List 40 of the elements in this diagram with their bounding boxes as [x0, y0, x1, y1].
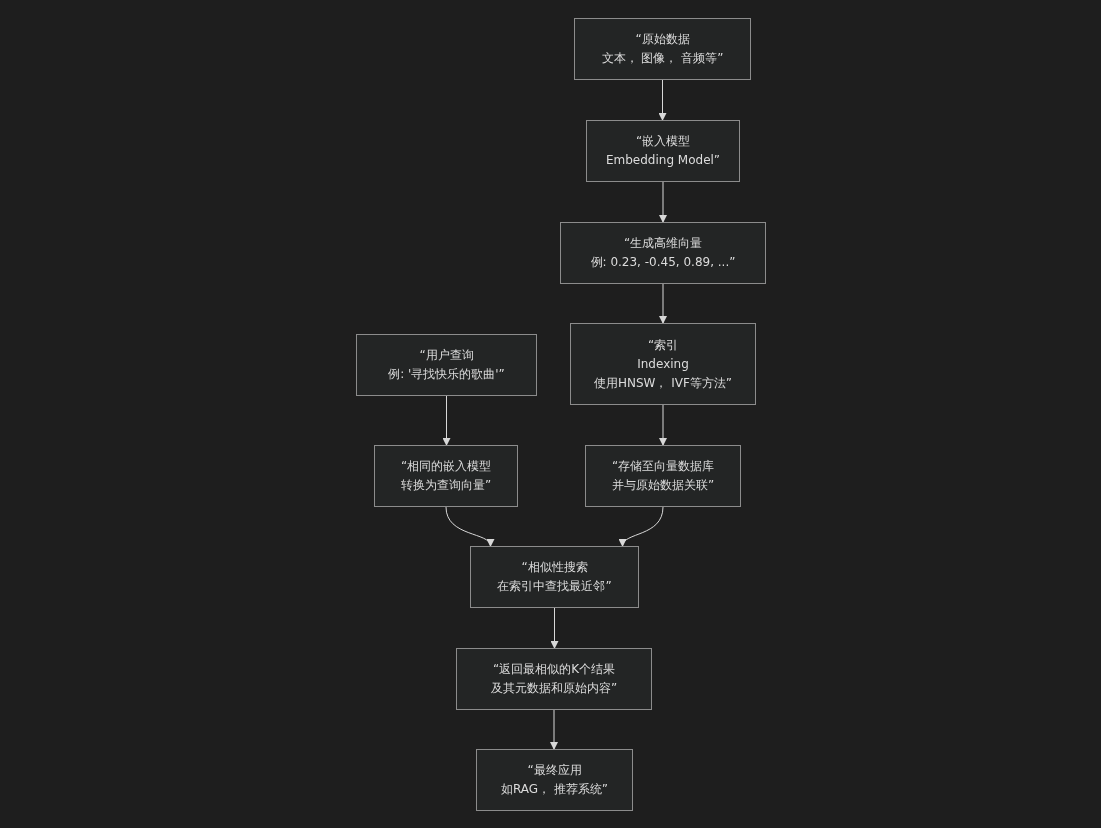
node-text: “最终应用 — [527, 763, 582, 778]
node-text: 文本， 图像， 音频等” — [601, 51, 724, 66]
process-box — [456, 648, 652, 710]
node-text: 例: 0.23, -0.45, 0.89, ...” — [590, 255, 736, 270]
process-box — [586, 120, 740, 182]
node-text: “用户查询 — [419, 348, 474, 363]
process-box — [476, 749, 633, 811]
arrow — [659, 181, 667, 223]
node-text: “原始数据 — [635, 32, 690, 47]
node-text: Indexing — [637, 356, 689, 372]
arrow — [445, 506, 493, 547]
node-text: 转换为查询向量” — [400, 478, 492, 493]
node-text: 例: '寻找快乐的歌曲'” — [388, 367, 505, 382]
arrow — [620, 506, 664, 547]
process-box — [574, 18, 751, 80]
node-text: Embedding Model” — [605, 153, 721, 168]
node-text: “返回最相似的K个结果 — [492, 662, 616, 677]
node-text: 使用HNSW， IVF等方法” — [593, 375, 733, 391]
arrow — [550, 607, 559, 649]
arrow — [659, 404, 667, 446]
node-text: “相同的嵌入模型 — [400, 459, 492, 474]
process-box — [570, 323, 756, 405]
process-box — [470, 546, 639, 608]
arrow — [659, 283, 667, 324]
node-text: 及其元数据和原始内容” — [490, 681, 618, 696]
node-text: “索引 — [647, 337, 679, 353]
arrow — [442, 395, 451, 446]
arrow — [550, 709, 558, 750]
process-box — [585, 445, 741, 507]
arrow — [658, 79, 667, 121]
process-box — [560, 222, 766, 284]
node-text: “相似性搜索 — [521, 560, 588, 575]
node-text: 如RAG， 推荐系统” — [500, 782, 609, 797]
node-text: 并与原始数据关联” — [611, 478, 715, 493]
node-text: 在索引中查找最近邻” — [497, 579, 612, 594]
process-box — [356, 334, 537, 396]
node-text: “嵌入模型 — [635, 134, 691, 149]
node-text: “存储至向量数据库 — [611, 459, 715, 474]
process-box — [374, 445, 518, 507]
node-text: “生成高维向量 — [623, 236, 703, 251]
